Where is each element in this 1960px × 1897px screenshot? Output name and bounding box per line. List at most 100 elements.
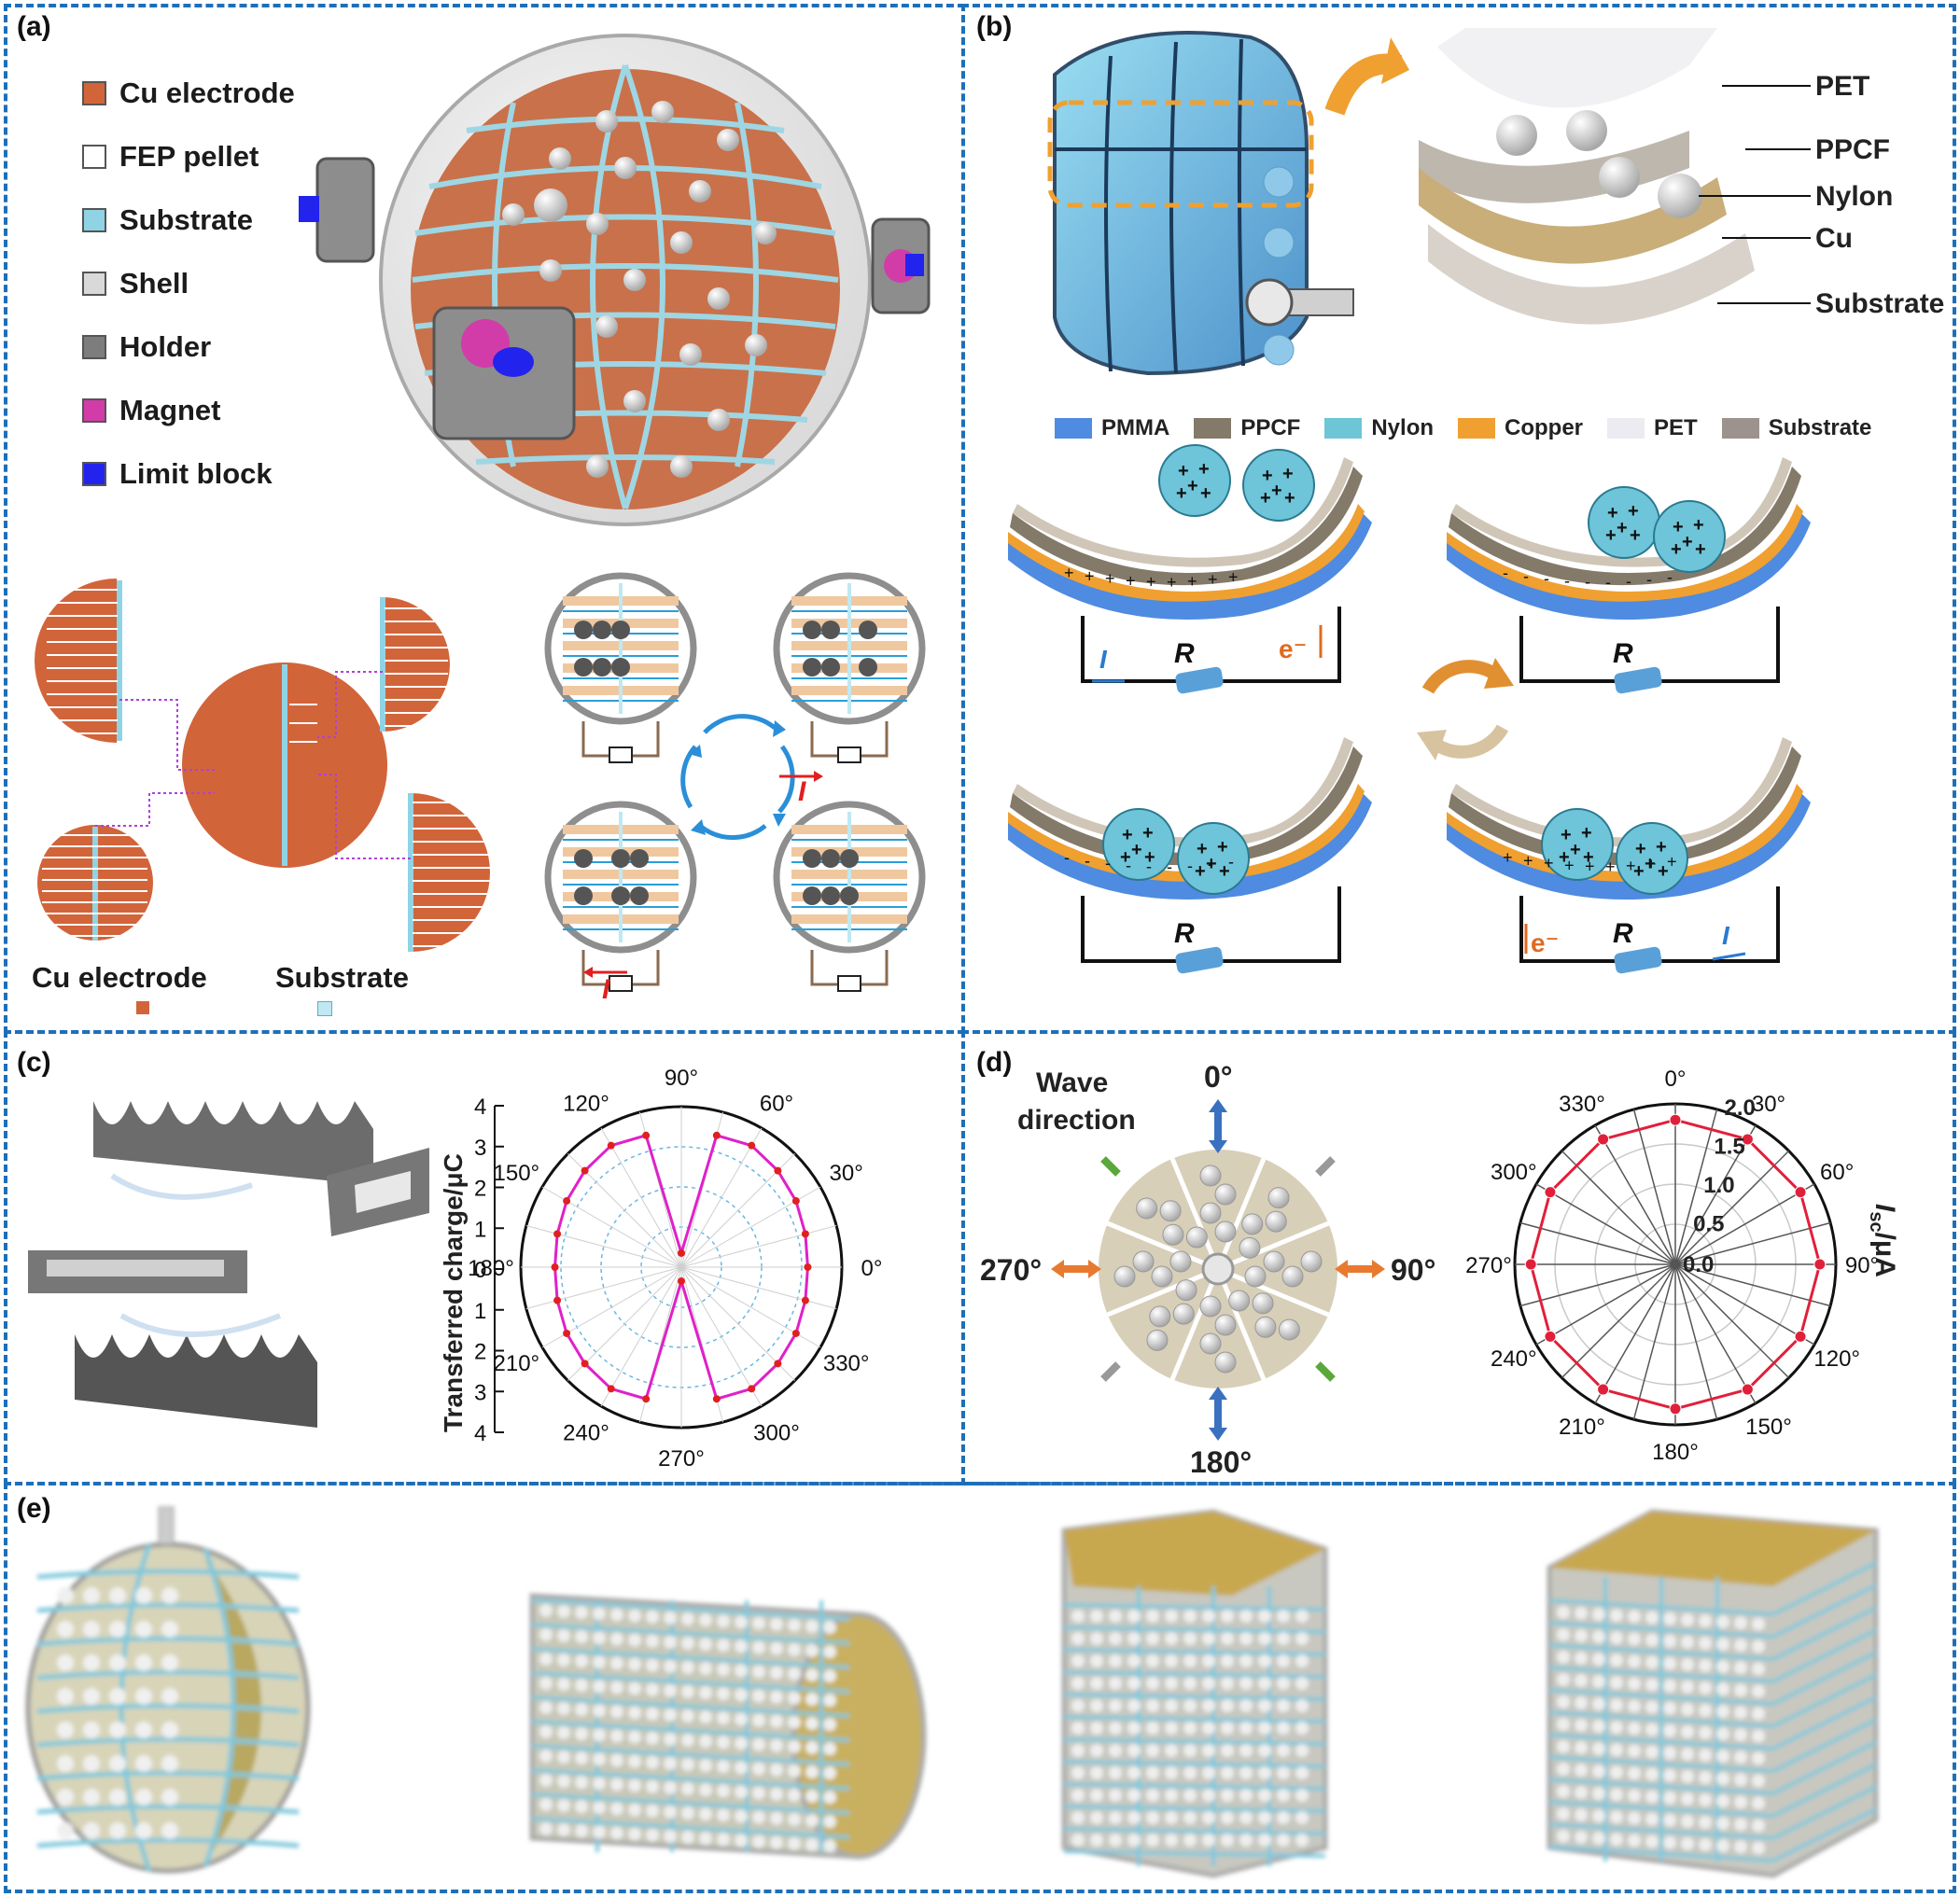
pellet [805,1790,819,1803]
pellet [1202,1610,1215,1623]
polar-data-point [1741,1383,1754,1396]
pellet [1146,1329,1169,1351]
spoke [1215,1157,1267,1270]
pellet [557,1823,570,1837]
substrate-label: Substrate [275,961,409,994]
pellet [770,1811,783,1825]
polar-spoke [680,1186,821,1268]
pellet [717,1736,730,1750]
polar-data-point [791,1329,800,1337]
pellet [161,1587,178,1604]
pellet [57,1755,74,1772]
pellet [1699,1816,1712,1830]
pellet [610,1681,623,1695]
pellet [1716,1817,1729,1831]
layer-label: PPCF [1815,134,1890,165]
pellet [1265,1210,1287,1233]
pellet [1610,1721,1623,1735]
pellet [1127,1632,1141,1645]
pellet [161,1822,178,1839]
material-legend-item: Copper [1458,415,1583,441]
pellet [1592,1809,1605,1823]
pellet [1127,1811,1141,1824]
svg-text:+: + [1544,854,1554,872]
pellet [1557,1672,1570,1686]
pellet [699,1638,712,1652]
pellet [83,1722,100,1738]
pellet [699,1662,712,1676]
pellet [735,1809,748,1823]
pellet [646,1828,659,1842]
pellet [539,1700,553,1714]
pellet [1592,1653,1605,1667]
resistor-label: R [1613,638,1633,669]
pellet [717,1614,730,1628]
legend-label: FEP pellet [119,140,259,173]
pellet [593,1631,606,1645]
pellet [1752,1639,1765,1653]
pellet [1610,1609,1623,1623]
spoke [1217,1266,1330,1318]
polar-spoke [541,1186,682,1268]
svg-text:-: - [1626,572,1631,591]
pellet [646,1731,659,1745]
pellet [1592,1764,1605,1778]
angle-label: 0° [861,1256,883,1281]
svg-text:-: - [1523,566,1529,585]
pellet [575,1703,588,1717]
pellet [557,1799,570,1813]
fep-pellet [707,287,730,310]
pellet [788,1667,801,1681]
angle-label: 330° [823,1351,870,1376]
pellet [770,1738,783,1752]
y-tick-label: 4 [474,1421,486,1446]
pellet [681,1685,694,1699]
spoke [1106,1266,1219,1318]
svg-text:-: - [1564,571,1570,590]
pellet [1295,1699,1309,1712]
pellet [1183,1811,1197,1824]
polar-data-point [553,1296,562,1304]
cycle-state [773,572,926,763]
pellet [1628,1654,1641,1668]
radial-tick-label: 0.5 [1693,1211,1724,1236]
pellet [1734,1795,1747,1809]
panel-d-label: (d) [976,1047,1013,1078]
pellet [135,1822,152,1839]
pellet [717,1833,730,1847]
pellet [1557,1627,1570,1641]
polar-data-point [563,1329,571,1337]
pellet [823,1791,836,1805]
svg-text:+: + [1197,839,1208,859]
svg-text:+: + [1131,840,1142,860]
pellet [1716,1839,1729,1853]
pellet [1165,1654,1178,1667]
pellet [1277,1610,1290,1623]
pellet [1228,1290,1251,1312]
pellet [1610,1653,1623,1667]
pellet [1214,1183,1237,1206]
y-tick-label: 4 [474,1095,486,1120]
pellet [1752,1796,1765,1810]
pellet [1699,1749,1712,1763]
svg-text:+: + [1673,517,1684,537]
pellet [1699,1614,1712,1628]
svg-text:+: + [1187,572,1197,591]
pellet [1071,1632,1085,1645]
material-label: PPCF [1240,415,1301,440]
pellet [1202,1654,1215,1667]
pellet [1165,1744,1178,1757]
pellet [681,1612,694,1626]
svg-text:+: + [1646,855,1657,873]
belt-state: ++++++++++Re⁻I+++++++++ [1447,737,1811,974]
electron-label: e⁻ [1531,928,1559,957]
pellet [109,1755,126,1772]
pellet [628,1778,641,1792]
pellet [593,1752,606,1766]
pellet [664,1780,677,1794]
device-array-configurations [25,1506,1879,1878]
pellet [1221,1834,1234,1847]
polar-data-point [642,1395,651,1403]
